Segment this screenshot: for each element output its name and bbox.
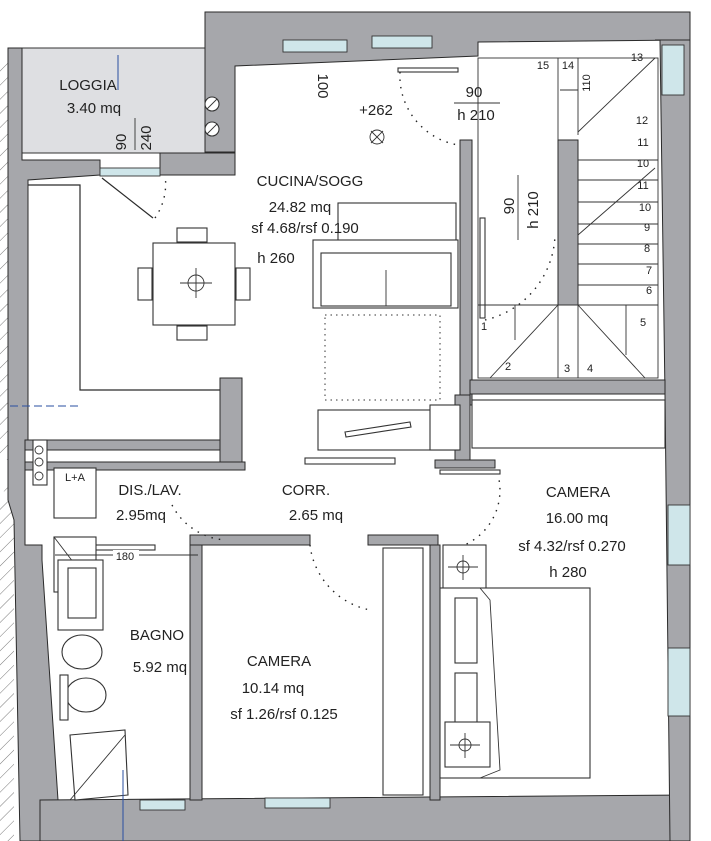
- loggia-area: 3.40 mq: [67, 100, 121, 117]
- cucina-name: CUCINA/SOGG: [257, 173, 364, 190]
- floor-level: +262: [359, 102, 393, 119]
- step-number: 7: [646, 265, 652, 277]
- walls: [7, 11, 691, 841]
- corr-area: 2.65 mq: [289, 507, 343, 524]
- dis-lav-area: 2.95mq: [116, 507, 166, 524]
- bedroom-furniture: [382, 399, 666, 796]
- loggia-name: LOGGIA: [59, 77, 117, 94]
- door-side-width: 90: [501, 198, 518, 215]
- exterior-hatching: [0, 470, 14, 841]
- camera-large-area: 16.00 mq: [546, 510, 609, 527]
- camera-large-ratio: sf 4.32/rsf 0.270: [518, 538, 626, 555]
- step-number: 12: [636, 115, 648, 127]
- camera-large-name: CAMERA: [546, 484, 610, 501]
- staircase: [477, 57, 659, 379]
- cucina-height: h 260: [257, 250, 295, 267]
- loggia-opening-height: 240: [138, 125, 155, 150]
- room-labels: LOGGIA 3.40 mq 90 240 100 +262 90 h 210 …: [59, 73, 626, 723]
- loggia-opening-width: 90: [113, 134, 130, 151]
- step-number: 15: [537, 60, 549, 72]
- door-top-height: h 210: [457, 107, 495, 124]
- cucina-ratio: sf 4.68/rsf 0.190: [251, 220, 359, 237]
- bagno-area: 5.92 mq: [133, 659, 187, 676]
- camera-small-area: 10.14 mq: [242, 680, 305, 697]
- step-number: 8: [644, 243, 650, 255]
- bathroom-fixtures: [32, 439, 198, 801]
- cucina-area: 24.82 mq: [269, 199, 332, 216]
- step-number: 3: [564, 363, 570, 375]
- camera-small-ratio: sf 1.26/rsf 0.125: [230, 706, 338, 723]
- step-number: 11: [637, 180, 648, 192]
- exterior-hatching-top: [0, 60, 10, 460]
- step-number: 1: [481, 321, 487, 333]
- loggia-floor: [21, 47, 208, 154]
- kitchen-furniture: [28, 184, 461, 451]
- door-top-width: 90: [466, 84, 483, 101]
- stair-step-numbers: 15 14 13 12 11 10 11 10 9 8 7 6 5 4 3 2 …: [481, 52, 652, 375]
- step-number: 11: [637, 137, 648, 149]
- step-number: 14: [562, 60, 574, 72]
- step-number: 10: [637, 158, 649, 170]
- ceiling-light-icon: [369, 129, 385, 145]
- corr-name: CORR.: [282, 482, 330, 499]
- step-number: 9: [644, 222, 650, 234]
- dis-lav-name: DIS./LAV.: [118, 482, 181, 499]
- stair-dimension: 110: [581, 74, 593, 92]
- step-number: 6: [646, 285, 652, 297]
- step-number: 5: [640, 317, 646, 329]
- bagno-dimension: 180: [116, 551, 134, 563]
- bagno-name: BAGNO: [130, 627, 184, 644]
- door-side-height: h 210: [525, 191, 542, 229]
- window-width: 100: [314, 73, 331, 98]
- step-number: 2: [505, 361, 511, 373]
- camera-large-height: h 280: [549, 564, 587, 581]
- step-number: 13: [631, 52, 643, 64]
- step-number: 4: [587, 363, 593, 375]
- doors: [59, 67, 556, 611]
- step-number: 10: [639, 202, 651, 214]
- camera-small-name: CAMERA: [247, 653, 311, 670]
- windows: [99, 35, 691, 811]
- appliance-label: L+A: [65, 472, 86, 484]
